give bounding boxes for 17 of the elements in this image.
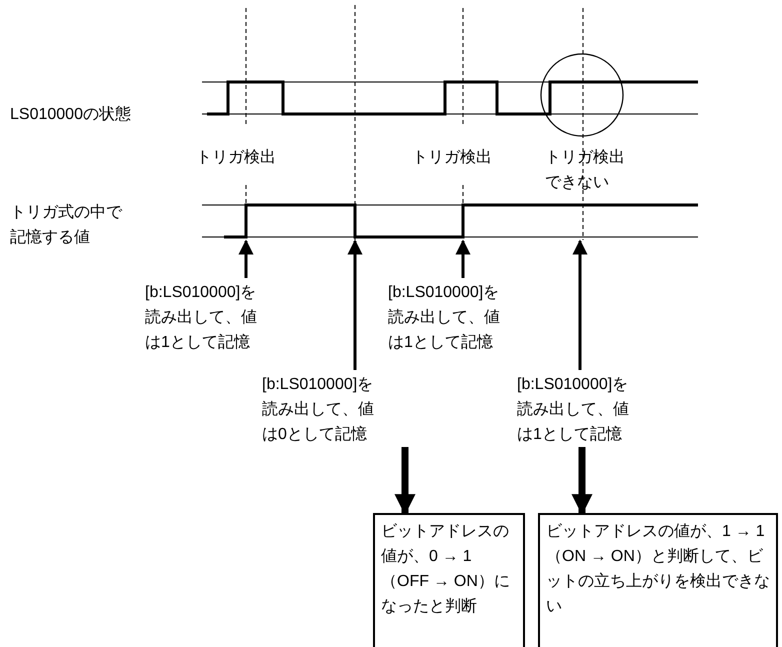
- arrow: [238, 240, 254, 278]
- arrow: [348, 240, 362, 370]
- trigger-label: トリガ検出: [196, 148, 276, 168]
- arrow: [456, 240, 470, 278]
- arrow: [394, 447, 416, 516]
- signal-label: LS010000の状態: [10, 104, 131, 125]
- annotation-text: [b:LS010000]を読み出して、値は1として記憶: [517, 372, 641, 447]
- result-box: ビットアドレスの値が、0 → 1（OFF → ON）になったと判断: [373, 513, 525, 647]
- arrow: [572, 447, 592, 516]
- trigger-label: トリガ検出できない: [545, 148, 626, 193]
- annotation-text: [b:LS010000]を読み出して、値は1として記憶: [145, 280, 269, 355]
- annotation-text: [b:LS010000]を読み出して、値は0として記憶: [262, 372, 386, 447]
- annotation-text: [b:LS010000]を読み出して、値は1として記憶: [388, 280, 512, 355]
- trigger-label: トリガ検出: [412, 148, 492, 168]
- result-box: ビットアドレスの値が、1 → 1（ON → ON）と判断して、ビットの立ち上がりを検出できない: [538, 513, 778, 647]
- arrow: [572, 240, 588, 370]
- signal-label: トリガ式の中で記憶する値: [10, 202, 124, 248]
